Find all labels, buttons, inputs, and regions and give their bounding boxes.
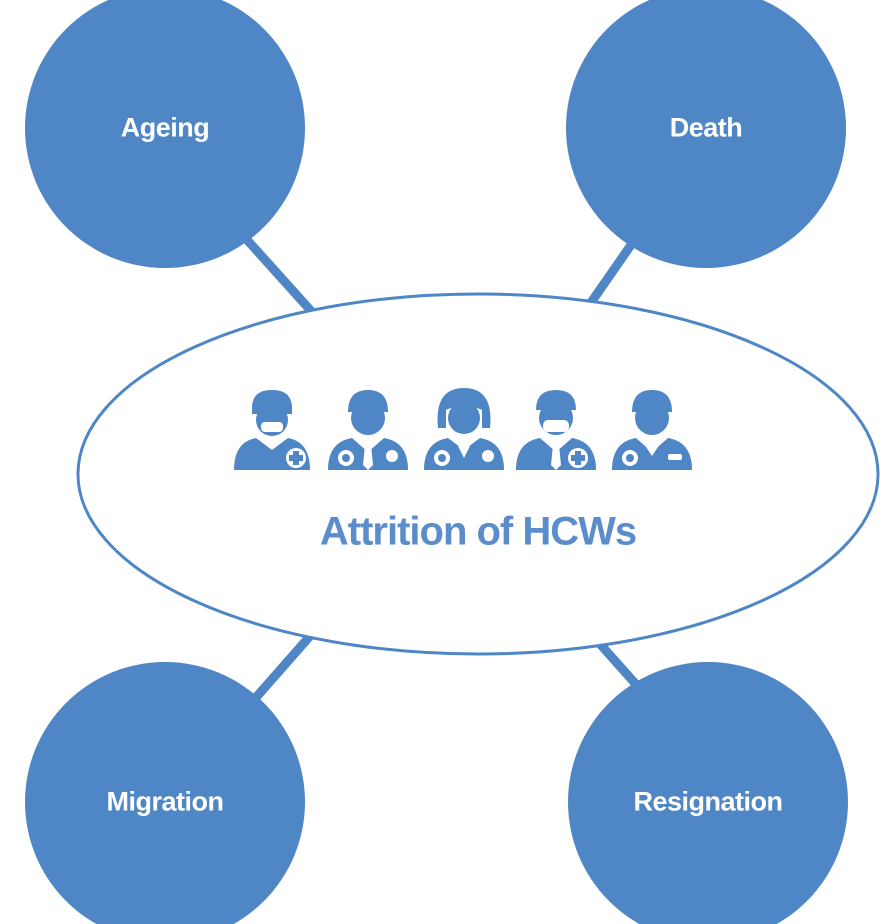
female-doctor-icon (424, 388, 504, 470)
doctor-stethoscope-icon (328, 390, 408, 470)
connector-ageing (236, 228, 316, 316)
center-title: Attrition of HCWs (319, 509, 637, 554)
node-ageing-circle (25, 0, 305, 268)
doctor-mask-icon (516, 390, 596, 470)
node-resignation-label: Resignation (633, 786, 783, 817)
node-migration-circle (25, 662, 305, 924)
node-resignation-circle (568, 662, 848, 924)
node-death-circle (566, 0, 846, 268)
health-worker-icons (234, 388, 692, 470)
nurse-stethoscope-icon (612, 390, 692, 470)
node-migration-label: Migration (106, 786, 225, 817)
node-ageing-label: Ageing (120, 112, 210, 143)
center-ellipse (76, 292, 880, 656)
node-death-label: Death (669, 112, 743, 143)
health-worker-mask-icon (234, 390, 310, 470)
